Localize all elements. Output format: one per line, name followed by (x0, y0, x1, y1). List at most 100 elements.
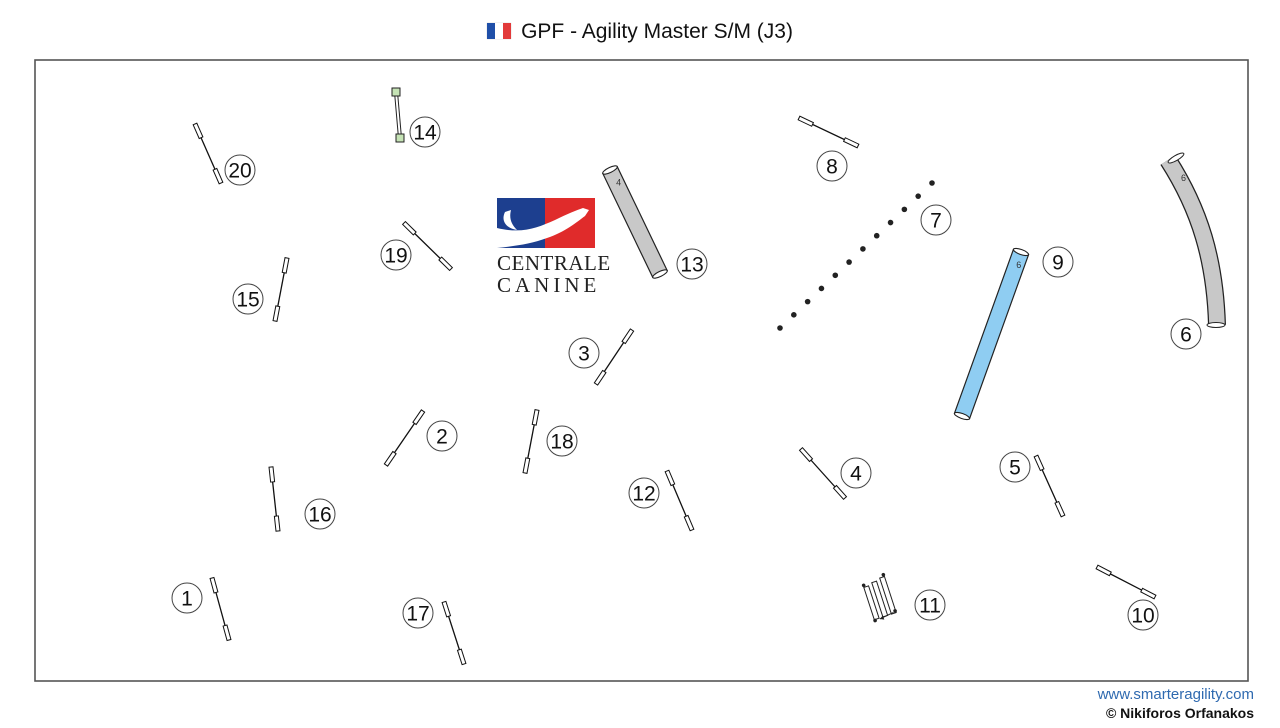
copyright-text: © Nikiforos Orfanakos (1105, 705, 1254, 721)
jump-wing-left (621, 328, 635, 345)
obstacle-number-15: 15 (232, 283, 264, 315)
obstacle-number-label: 6 (1180, 324, 1192, 347)
jump-3 (593, 328, 635, 386)
jump-wing-right (438, 256, 454, 272)
jump-wing-right (212, 167, 224, 185)
weave-pole (777, 325, 783, 331)
obstacle-number-label: 7 (930, 210, 942, 233)
tunnel-length-label: 6 (1016, 260, 1021, 270)
course-title: GPF - Agility Master S/M (J3) (0, 18, 1280, 46)
weave-pole (929, 180, 935, 186)
obstacle-number-20: 20 (224, 154, 256, 186)
jump-5 (1033, 454, 1066, 518)
jump-16 (268, 466, 281, 532)
centrale-canine-logo: CENTRALE CANINE (497, 198, 611, 297)
weave-pole (915, 193, 921, 199)
obstacle-number-label: 9 (1052, 252, 1064, 275)
jump-wing-left (281, 257, 290, 274)
course-title-text: GPF - Agility Master S/M (J3) (521, 20, 793, 43)
jump-12 (664, 469, 695, 532)
jump-wing-left (401, 220, 417, 236)
obstacle-number-label: 1 (181, 588, 193, 611)
jump-wing-right (383, 450, 397, 467)
obstacle-number-6: 6 (1170, 318, 1202, 350)
direction-arrow-icon (879, 615, 885, 620)
jump-4 (798, 446, 848, 501)
weave-poles-7 (777, 180, 935, 331)
tire-14 (391, 87, 405, 143)
weave-pole (846, 259, 852, 265)
france-flag-icon (487, 23, 512, 39)
obstacles-layer: 6 6 4 (192, 87, 1226, 666)
jump-wing-left (209, 576, 219, 594)
jump-10 (1095, 564, 1157, 600)
obstacle-number-7: 7 (920, 204, 952, 236)
jump-wing-left (798, 446, 814, 463)
obstacle-number-label: 20 (228, 160, 251, 183)
obstacle-number-label: 13 (680, 254, 703, 277)
obstacle-number-8: 8 (816, 150, 848, 182)
jump-2 (383, 409, 426, 467)
jump-19 (401, 220, 454, 272)
obstacle-number-label: 18 (550, 431, 573, 454)
jump-15 (272, 257, 290, 322)
jump-1 (209, 576, 232, 642)
tunnel-9: 6 (953, 247, 1030, 421)
obstacle-number-label: 12 (632, 483, 655, 506)
obstacle-number-label: 4 (850, 463, 862, 486)
jump-wing-left (192, 122, 204, 140)
logo-line-1: CENTRALE (497, 251, 611, 275)
obstacle-number-label: 16 (308, 504, 331, 527)
obstacle-number-label: 10 (1131, 605, 1154, 628)
jump-wing-right (1140, 587, 1157, 600)
obstacle-number-label: 19 (384, 245, 407, 268)
obstacle-number-12: 12 (628, 477, 660, 509)
jump-17 (441, 600, 467, 666)
weave-pole (791, 312, 797, 318)
obstacle-number-1: 1 (171, 582, 203, 614)
jump-wing-left (1033, 454, 1045, 472)
jump-18 (522, 409, 540, 474)
jump-wing-right (222, 624, 232, 642)
weave-pole (901, 206, 908, 213)
obstacle-number-9: 9 (1042, 246, 1074, 278)
jump-wing-right (522, 457, 531, 474)
tunnel-6: 6 (1160, 152, 1226, 328)
obstacle-number-16: 16 (304, 498, 336, 530)
website-link[interactable]: www.smarteragility.com (1097, 686, 1254, 703)
jump-wing-right (683, 514, 695, 532)
long-jump-11 (861, 572, 897, 623)
obstacle-number-label: 17 (406, 603, 429, 626)
jump-wing-left (664, 469, 676, 487)
jump-wing-left (412, 409, 426, 426)
obstacle-number-10: 10 (1127, 599, 1159, 631)
tunnel-length-label: 4 (616, 178, 621, 188)
weave-pole (860, 246, 866, 252)
obstacle-number-label: 5 (1009, 457, 1021, 480)
jump-wing-right (1054, 500, 1066, 518)
jump-20 (192, 122, 224, 185)
obstacle-number-14: 14 (409, 116, 441, 148)
tunnel-length-label: 6 (1181, 173, 1186, 183)
obstacle-number-17: 17 (402, 597, 434, 629)
obstacle-number-4: 4 (840, 457, 872, 489)
obstacle-number-13: 13 (676, 248, 708, 280)
obstacle-number-18: 18 (546, 425, 578, 457)
jump-wing-right (273, 515, 281, 532)
long-jump-board (879, 575, 897, 615)
obstacle-number-3: 3 (568, 337, 600, 369)
obstacle-number-11: 11 (914, 589, 946, 621)
long-jump-board (863, 585, 880, 621)
jump-wing-left (531, 409, 540, 426)
jump-wing-left (1095, 564, 1112, 577)
obstacle-number-label: 8 (826, 156, 838, 179)
jump-wing-right (832, 484, 848, 501)
logo-line-2: CANINE (497, 273, 601, 297)
weave-pole (873, 232, 880, 239)
jump-wing-right (272, 305, 281, 322)
obstacle-number-label: 3 (578, 343, 590, 366)
weave-pole (818, 285, 825, 292)
obstacle-number-5: 5 (999, 451, 1031, 483)
jump-wing-left (441, 600, 452, 618)
